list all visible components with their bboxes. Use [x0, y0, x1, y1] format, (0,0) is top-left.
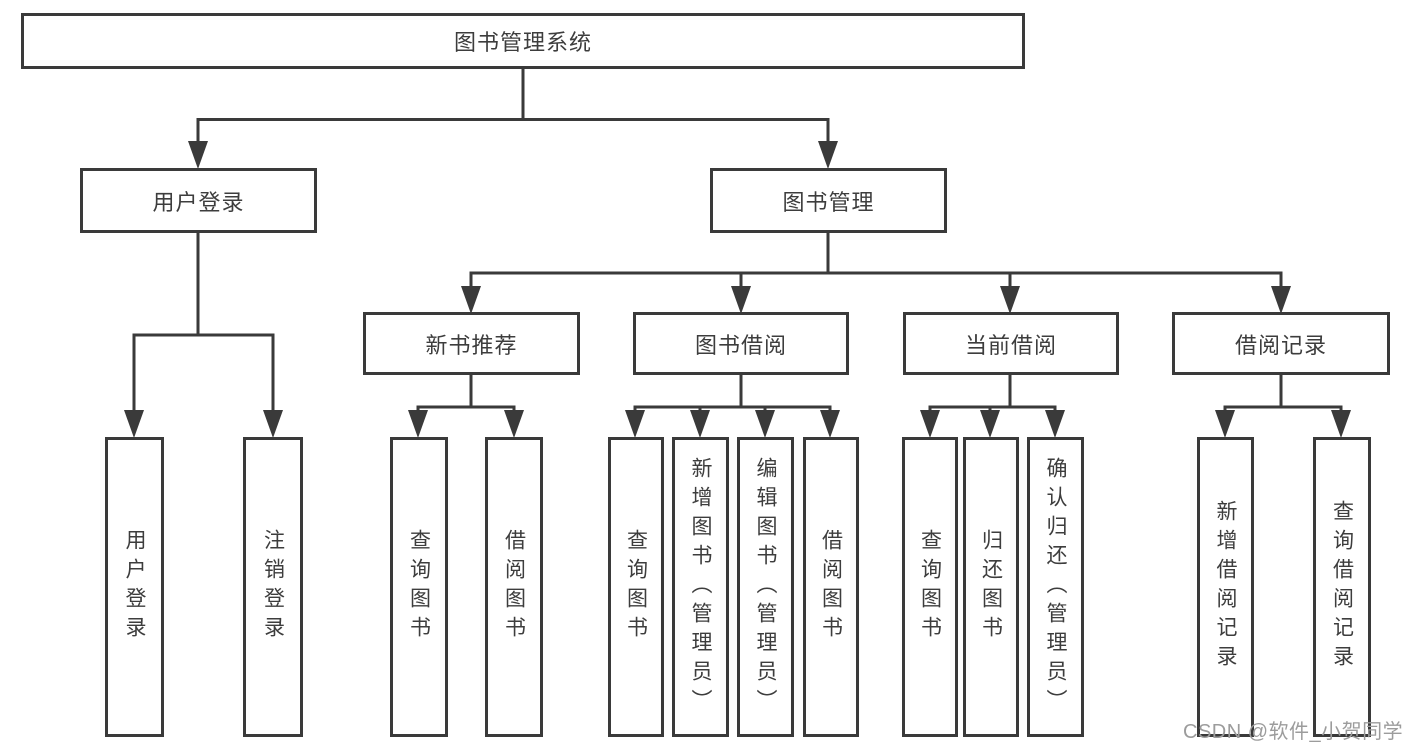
leaf-borrow-book-borrow: 借阅图书 — [803, 437, 859, 737]
leaf-query-borrow-record: 查询借阅记录 — [1313, 437, 1371, 737]
leaf-return-book: 归还图书 — [963, 437, 1019, 737]
connector-root — [188, 67, 838, 169]
leaf-add-book-admin: 新增图书（管理员） — [672, 437, 729, 737]
leaf-query-book-recommend: 查询图书 — [390, 437, 448, 737]
node-current-borrow: 当前借阅 — [903, 312, 1119, 375]
leaf-user-login: 用户登录 — [105, 437, 164, 737]
connector-borrow-record — [1215, 373, 1351, 438]
connector-user-login — [124, 231, 283, 438]
connector-current-borrow — [920, 373, 1065, 438]
connector-book-management — [461, 231, 1291, 314]
watermark: CSDN @软件_小贺同学 — [1183, 721, 1404, 743]
node-book-management: 图书管理 — [710, 168, 947, 233]
connector-new-book-recommend — [408, 373, 524, 438]
node-book-borrow: 图书借阅 — [633, 312, 849, 375]
connector-book-borrow — [625, 373, 840, 438]
leaf-query-book-current: 查询图书 — [902, 437, 958, 737]
leaf-query-book-borrow: 查询图书 — [608, 437, 664, 737]
leaf-logout: 注销登录 — [243, 437, 303, 737]
leaf-borrow-book-recommend: 借阅图书 — [485, 437, 543, 737]
leaf-confirm-return-admin: 确认归还（管理员） — [1027, 437, 1084, 737]
node-new-book-recommend: 新书推荐 — [363, 312, 580, 375]
leaf-edit-book-admin: 编辑图书（管理员） — [737, 437, 794, 737]
node-borrow-record: 借阅记录 — [1172, 312, 1390, 375]
leaf-add-borrow-record: 新增借阅记录 — [1197, 437, 1254, 737]
node-root: 图书管理系统 — [21, 13, 1025, 69]
node-user-login: 用户登录 — [80, 168, 317, 233]
